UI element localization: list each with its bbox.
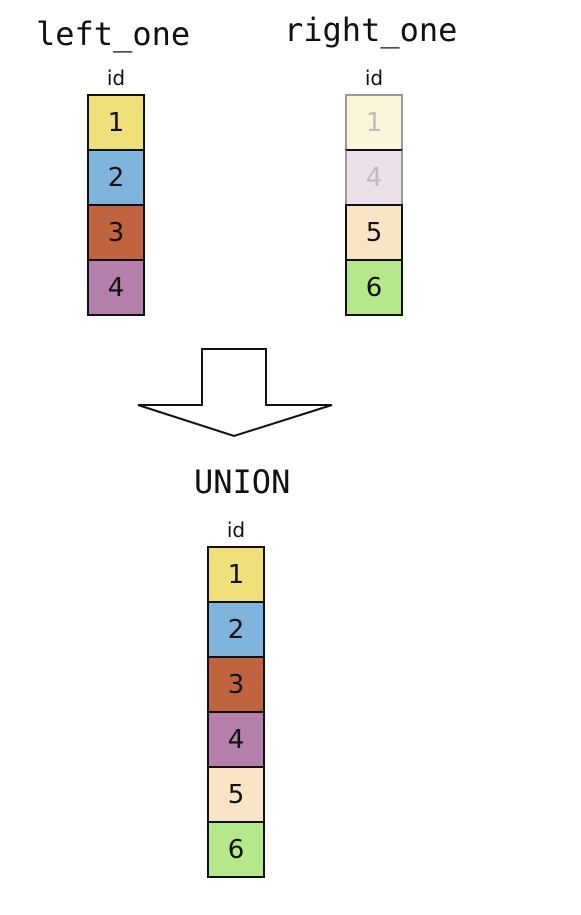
id-cell: 3 [207,656,265,713]
id-cell: 1 [207,546,265,603]
left-table-column-header: id [106,66,126,90]
id-cell: 4 [207,711,265,768]
id-cell: 4 [345,149,403,206]
id-cell: 1 [87,94,145,151]
right-table-column-header: id [364,66,384,90]
id-cell: 6 [207,821,265,878]
right-table-title: right_one [284,11,458,49]
id-cell: 3 [87,204,145,261]
operation-label: UNION [194,463,291,501]
id-cell: 5 [207,766,265,823]
result-table-column-header: id [226,518,246,542]
id-cell: 1 [345,94,403,151]
id-cell: 5 [345,204,403,261]
id-cell: 2 [87,149,145,206]
id-cell: 4 [87,259,145,316]
left-table-title: left_one [36,15,191,53]
id-cell: 2 [207,601,265,658]
id-cell: 6 [345,259,403,316]
down-arrow-icon [137,348,333,438]
